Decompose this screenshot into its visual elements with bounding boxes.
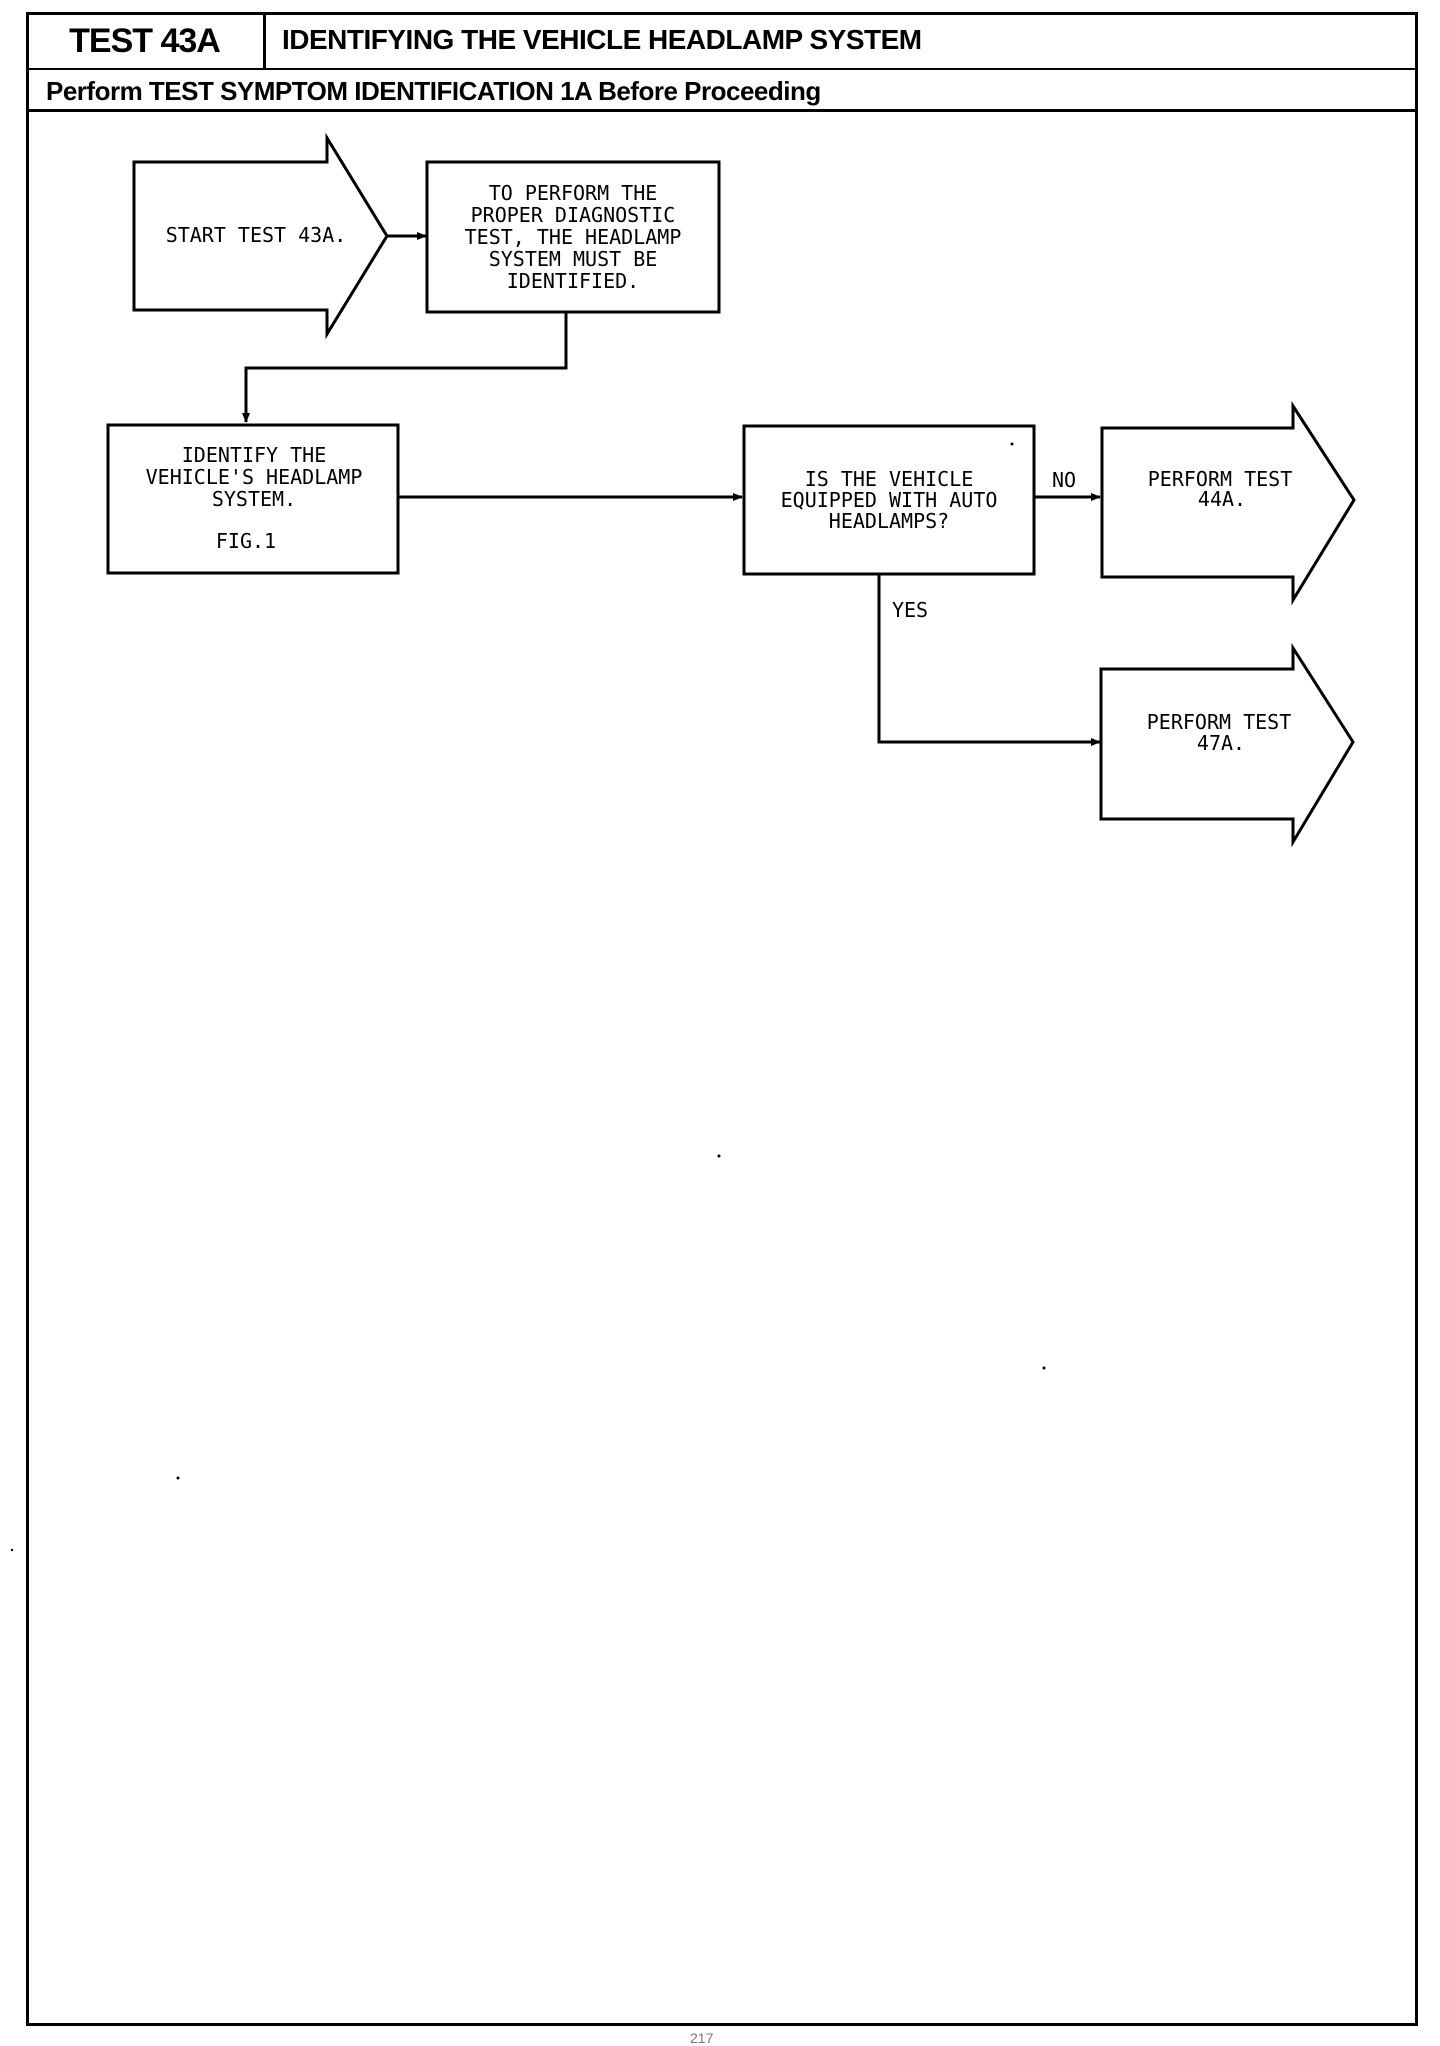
connector-yes: [877, 574, 1101, 746]
intro-line: IDENTIFIED.: [507, 269, 639, 293]
end-yes-line: PERFORM TEST: [1147, 710, 1292, 734]
prerequisite-row: [26, 70, 1418, 112]
intro-line: PROPER DIAGNOSTIC: [471, 203, 676, 227]
page-number: 217: [690, 2030, 714, 2046]
test-title: IDENTIFYING THE VEHICLE HEADLAMP SYSTEM: [282, 24, 922, 55]
end-no-line: PERFORM TEST: [1148, 467, 1293, 491]
test-id: TEST 43A: [26, 12, 266, 70]
end-terminal-yes: PERFORM TEST 47A.: [1099, 642, 1355, 848]
intro-line: TEST, THE HEADLAMP: [465, 225, 682, 249]
end-no-line: 44A.: [1198, 487, 1246, 511]
decision-box: IS THE VEHICLE EQUIPPED WITH AUTO HEADLA…: [742, 424, 1036, 576]
start-terminal: START TEST 43A.: [132, 132, 389, 340]
prerequisite-note: Perform TEST SYMPTOM IDENTIFICATION 1A B…: [46, 76, 821, 106]
no-label: NO: [1052, 468, 1076, 492]
yes-label: YES: [892, 598, 928, 622]
scan-speck: [1042, 1366, 1046, 1370]
decision-line: IS THE VEHICLE: [805, 467, 974, 491]
end-terminal-no: PERFORM TEST 44A.: [1100, 400, 1356, 606]
scan-speck: [1010, 442, 1014, 446]
decision-line: HEADLAMPS?: [829, 509, 949, 533]
connector-intro-identify: [242, 312, 568, 423]
intro-line: SYSTEM MUST BE: [489, 247, 658, 271]
start-label: START TEST 43A.: [166, 223, 347, 247]
identify-line: IDENTIFY THE: [182, 443, 327, 467]
figure-reference: FIG.1: [216, 529, 276, 553]
page-frame: [26, 12, 1418, 2026]
decision-line: EQUIPPED WITH AUTO: [781, 488, 998, 512]
intro-line: TO PERFORM THE: [489, 181, 658, 205]
identify-line: SYSTEM.: [212, 487, 296, 511]
end-yes-line: 47A.: [1197, 731, 1245, 755]
scan-speck: [176, 1476, 180, 1480]
scan-speck: [10, 1548, 14, 1552]
identify-box: IDENTIFY THE VEHICLE'S HEADLAMP SYSTEM. …: [106, 423, 400, 575]
header-row: [26, 12, 1418, 70]
intro-box: TO PERFORM THE PROPER DIAGNOSTIC TEST, T…: [425, 160, 721, 314]
scan-speck: [717, 1154, 721, 1158]
identify-line: VEHICLE'S HEADLAMP: [146, 465, 363, 489]
